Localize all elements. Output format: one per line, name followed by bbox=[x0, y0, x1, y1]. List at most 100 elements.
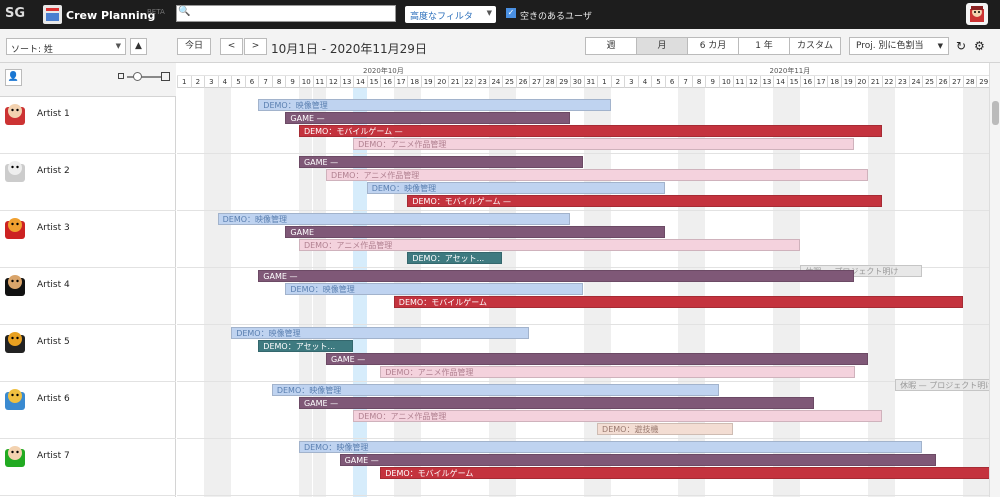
assignment-bar[interactable]: DEMO：アニメ作品管理 bbox=[353, 138, 855, 150]
today-button[interactable]: 今日 bbox=[177, 38, 211, 55]
brand-logo[interactable]: SG bbox=[5, 6, 26, 21]
day-cell: 23 bbox=[475, 76, 489, 88]
assignment-bar[interactable]: DEMO：モバイルゲーム — bbox=[407, 195, 882, 207]
day-cell: 1 bbox=[177, 76, 191, 88]
day-cell: 16 bbox=[800, 76, 814, 88]
day-cell: 23 bbox=[895, 76, 909, 88]
day-cell: 21 bbox=[868, 76, 882, 88]
vertical-scrollbar[interactable] bbox=[989, 63, 1000, 497]
add-user-button[interactable]: 👤 bbox=[5, 69, 22, 86]
day-cell: 2 bbox=[610, 76, 625, 88]
assignment-bar[interactable]: GAME — bbox=[326, 353, 869, 365]
view-custom-tab[interactable]: カスタム bbox=[789, 37, 841, 55]
assignment-bar[interactable]: DEMO：映像管理 bbox=[217, 213, 570, 225]
view-year-tab[interactable]: 1 年 bbox=[738, 37, 790, 55]
row-separator bbox=[177, 381, 989, 382]
assignment-bar[interactable]: GAME — bbox=[285, 112, 570, 124]
weekend-column bbox=[976, 88, 989, 497]
artist-row[interactable]: Artist 7 bbox=[0, 439, 176, 496]
assignment-bar[interactable]: DEMO：アセット... bbox=[258, 340, 354, 352]
available-users-checkbox[interactable]: ✓ bbox=[506, 8, 516, 18]
assignment-bar[interactable]: GAME — bbox=[298, 397, 814, 409]
row-separator bbox=[177, 324, 989, 325]
artist-avatar bbox=[3, 270, 27, 298]
day-cell: 20 bbox=[434, 76, 448, 88]
assignment-bar[interactable]: DEMO：映像管理 bbox=[366, 182, 665, 194]
assignment-bar[interactable]: GAME — bbox=[298, 156, 584, 168]
day-cell: 2 bbox=[190, 76, 205, 88]
artist-row[interactable]: Artist 5 bbox=[0, 325, 176, 382]
color-by-label: Proj. 別に色割当 bbox=[856, 41, 924, 51]
day-cell: 10 bbox=[719, 76, 733, 88]
assignment-bar[interactable]: DEMO：映像管理 bbox=[285, 283, 584, 295]
artist-row[interactable]: Artist 2 bbox=[0, 154, 176, 211]
search-input[interactable]: 🔍 bbox=[176, 5, 396, 22]
beta-badge: BETA bbox=[147, 8, 165, 16]
slider-track bbox=[127, 76, 161, 78]
artist-name: Artist 6 bbox=[37, 394, 70, 404]
artist-row[interactable]: Artist 6 bbox=[0, 382, 176, 439]
assignment-bar[interactable]: GAME — bbox=[258, 270, 855, 282]
row-height-slider[interactable] bbox=[118, 72, 170, 82]
next-button[interactable]: > bbox=[244, 38, 267, 55]
app-title: Crew Planning bbox=[66, 9, 156, 22]
artist-name: Artist 1 bbox=[37, 109, 70, 119]
month-label: 2020年11月 bbox=[769, 67, 811, 75]
color-by-select[interactable]: Proj. 別に色割当 ▼ bbox=[849, 37, 949, 55]
day-cell: 29 bbox=[976, 76, 989, 88]
user-avatar[interactable] bbox=[966, 3, 988, 25]
day-cell: 24 bbox=[908, 76, 923, 88]
assignment-bar[interactable]: DEMO：アニメ作品管理 bbox=[298, 239, 801, 251]
artist-row[interactable]: Artist 1 bbox=[0, 97, 176, 154]
weekend-column bbox=[217, 88, 232, 497]
assignment-bar[interactable]: DEMO：アニメ作品管理 bbox=[353, 410, 882, 422]
day-cell: 10 bbox=[298, 76, 313, 88]
toolbar: ソート: 姓 ▼ ▲ 今日 < > 10月1日 - 2020年11月29日 週 … bbox=[0, 29, 1000, 63]
assignment-bar[interactable]: DEMO：映像管理 bbox=[258, 99, 611, 111]
assignment-bar[interactable]: GAME — bbox=[339, 454, 936, 466]
collapse-button[interactable]: ▲ bbox=[130, 38, 147, 55]
artist-name: Artist 2 bbox=[37, 166, 70, 176]
small-rows-icon bbox=[118, 73, 124, 79]
day-cell: 15 bbox=[786, 76, 801, 88]
artist-list-header: 👤 bbox=[0, 63, 176, 97]
artist-row[interactable]: Artist 3 bbox=[0, 211, 176, 268]
assignment-bar[interactable]: DEMO：遊技機 bbox=[597, 423, 733, 435]
assignment-bar[interactable]: DEMO：アニメ作品管理 bbox=[380, 366, 855, 378]
assignment-bar[interactable]: GAME bbox=[285, 226, 665, 238]
view-6month-tab[interactable]: 6 カ月 bbox=[687, 37, 739, 55]
row-separator bbox=[177, 153, 989, 154]
assignment-bar[interactable]: DEMO：映像管理 bbox=[298, 441, 923, 453]
day-cell: 26 bbox=[935, 76, 950, 88]
assignment-bar[interactable]: 休暇 — プロジェクト明け bbox=[895, 379, 989, 391]
day-cell: 18 bbox=[407, 76, 421, 88]
assignment-bar[interactable]: DEMO：モバイルゲーム bbox=[393, 296, 963, 308]
sort-select[interactable]: ソート: 姓 ▼ bbox=[6, 38, 126, 55]
day-cell: 18 bbox=[827, 76, 841, 88]
assignment-bar[interactable]: DEMO：アセット... bbox=[407, 252, 503, 264]
assignment-bar[interactable]: DEMO：モバイルゲーム bbox=[380, 467, 989, 479]
artist-row[interactable]: Artist 4 bbox=[0, 268, 176, 325]
large-rows-icon bbox=[161, 72, 170, 81]
refresh-icon[interactable]: ↻ bbox=[956, 39, 967, 53]
day-cell: 5 bbox=[651, 76, 665, 88]
assignment-bar[interactable]: DEMO：映像管理 bbox=[271, 384, 719, 396]
view-month-tab[interactable]: 月 bbox=[636, 37, 688, 55]
row-separator bbox=[177, 495, 989, 496]
day-cell: 27 bbox=[949, 76, 963, 88]
assignment-bar[interactable]: DEMO：モバイルゲーム — bbox=[298, 125, 882, 137]
row-separator bbox=[177, 438, 989, 439]
scrollbar-thumb[interactable] bbox=[992, 101, 999, 125]
crew-planning-app-icon bbox=[43, 5, 62, 24]
assignment-bar[interactable]: DEMO：アニメ作品管理 bbox=[326, 169, 869, 181]
assignment-bar[interactable]: DEMO：映像管理 bbox=[231, 327, 530, 339]
view-week-tab[interactable]: 週 bbox=[585, 37, 637, 55]
day-cell: 12 bbox=[746, 76, 760, 88]
artist-avatar bbox=[3, 156, 27, 184]
slider-handle[interactable] bbox=[133, 72, 142, 81]
advanced-filter-dropdown[interactable]: 高度なフィルタ ▼ bbox=[405, 6, 496, 23]
gear-icon[interactable]: ⚙ bbox=[974, 39, 985, 53]
prev-button[interactable]: < bbox=[220, 38, 243, 55]
